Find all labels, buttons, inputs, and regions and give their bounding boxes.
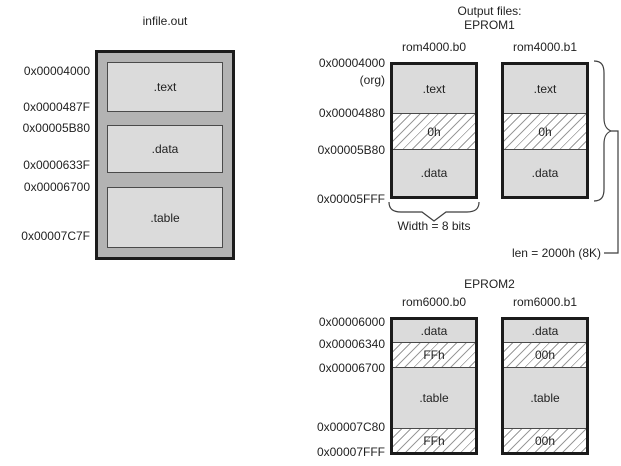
len-label: len = 2000h (8K) xyxy=(511,246,601,260)
eprom1-b1-band-text: .text xyxy=(504,65,586,113)
address-label: 0x00007FFF xyxy=(316,445,385,459)
org-label: (org) xyxy=(359,73,385,87)
eprom1-b0-band-text: .text xyxy=(393,65,475,113)
eprom2-b1-band-fill1: 00h xyxy=(504,342,586,367)
eprom1-b0-band-data: .data xyxy=(393,149,475,196)
eprom2-b1-filename: rom6000.b1 xyxy=(512,295,578,309)
len-brace xyxy=(593,60,619,254)
address-label: 0x00004880 xyxy=(318,106,385,120)
eprom2-b0-band-fill1: FFh xyxy=(393,342,475,367)
address-label: 0x00005B80 xyxy=(317,143,385,157)
eprom1-b1-filename: rom4000.b1 xyxy=(512,40,578,54)
infile-title: infile.out xyxy=(142,14,188,28)
address-label: 0x0000487F xyxy=(23,100,90,114)
eprom2-b1-box: .data 00h .table 00h xyxy=(501,317,589,455)
eprom2-b1-band-fill2: 00h xyxy=(504,428,586,452)
address-label: 0x00007C80 xyxy=(316,420,385,434)
eprom1-b0-band-fill: 0h xyxy=(393,113,475,149)
address-label: 0x00005FFF xyxy=(316,192,385,206)
eprom2-b0-band-table: .table xyxy=(393,367,475,428)
address-label: 0x00006000 xyxy=(318,315,385,329)
eprom1-b0-box: .text 0h .data xyxy=(390,62,478,199)
address-label: 0x00005B80 xyxy=(22,121,90,135)
eprom2-b0-box: .data FFh .table FFh xyxy=(390,317,478,455)
eprom2-b0-filename: rom6000.b0 xyxy=(401,295,467,309)
eprom1-b1-box: .text 0h .data xyxy=(501,62,589,199)
eprom1-b1-band-fill: 0h xyxy=(504,113,586,149)
infile-section-data: .data xyxy=(107,125,223,173)
eprom2-b1-band-table: .table xyxy=(504,367,586,428)
width-label: Width = 8 bits xyxy=(397,219,471,233)
address-label: 0x00006700 xyxy=(23,180,90,194)
address-label: 0x00004000 xyxy=(23,64,90,78)
address-label: 0x00007C7F xyxy=(21,229,90,243)
eprom2-b1-band-data: .data xyxy=(504,320,586,342)
eprom2-title: EPROM2 xyxy=(464,277,515,291)
output-files-title: Output files: xyxy=(457,4,522,18)
eprom1-title: EPROM1 xyxy=(464,18,515,32)
address-label: 0x00004000 xyxy=(318,56,385,70)
width-brace xyxy=(388,201,480,222)
eprom2-b0-band-data: .data xyxy=(393,320,475,342)
eprom1-b1-band-data: .data xyxy=(504,149,586,196)
eprom1-b0-filename: rom4000.b0 xyxy=(401,40,467,54)
eprom2-b0-band-fill2: FFh xyxy=(393,428,475,452)
infile-section-table: .table xyxy=(107,187,223,248)
address-label: 0x0000633F xyxy=(23,158,90,172)
address-label: 0x00006340 xyxy=(318,337,385,351)
infile-section-text: .text xyxy=(107,62,223,112)
address-label: 0x00006700 xyxy=(318,361,385,375)
